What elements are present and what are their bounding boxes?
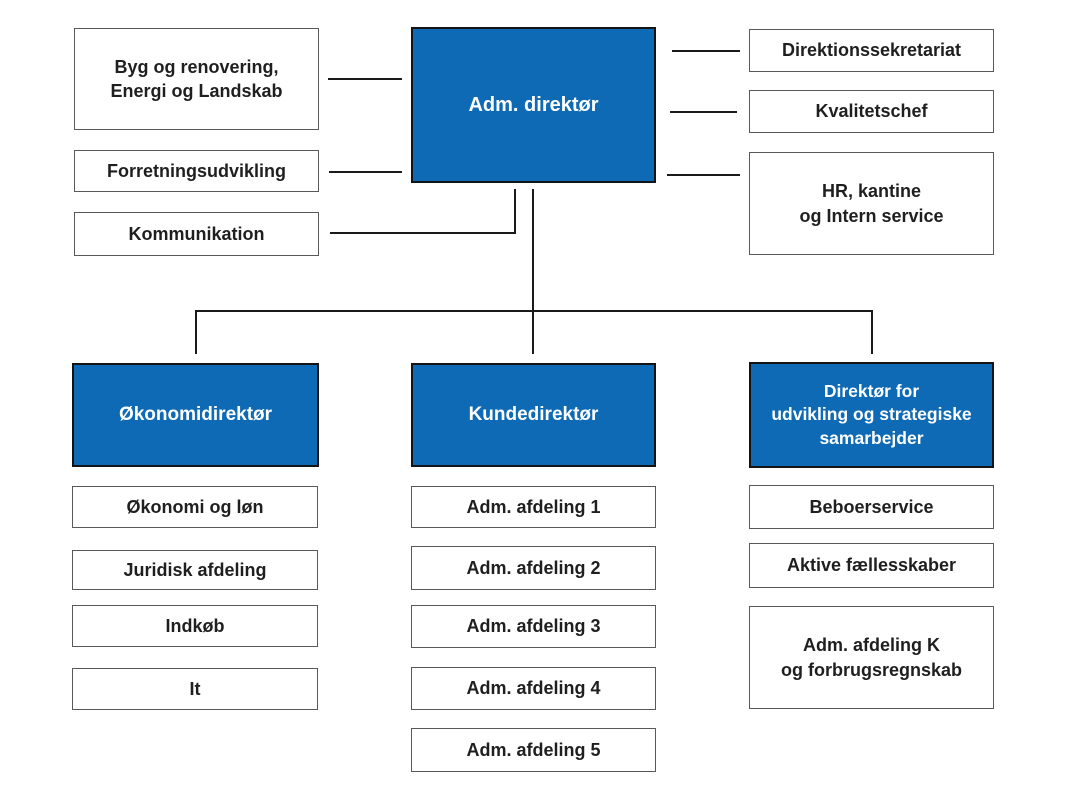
org-box-adm-afdeling-3: Adm. afdeling 3 [411, 605, 656, 648]
org-box-label: Adm. afdeling 5 [466, 739, 601, 760]
org-box-kvalitetschef: Kvalitetschef [749, 90, 994, 133]
connector-direktionssekretariat-line [672, 50, 740, 52]
org-box-forretningsudvikling: Forretningsudvikling [74, 150, 319, 192]
connector-branch-right-drop-line [871, 310, 873, 354]
connector-branch-hline [195, 310, 873, 312]
org-box-juridisk-afdeling: Juridisk afdeling [72, 550, 318, 590]
org-box-it: It [72, 668, 318, 710]
org-box-adm-afdeling-2: Adm. afdeling 2 [411, 546, 656, 590]
org-box-okonomi-og-lon: Økonomi og løn [72, 486, 318, 528]
org-box-kundedirektor: Kundedirektør [411, 363, 656, 467]
org-box-direktor-udvikling-strategiske: Direktør for udvikling og strategiske sa… [749, 362, 994, 468]
org-box-indkob: Indkøb [72, 605, 318, 647]
org-box-label: Direktionssekretariat [781, 40, 962, 61]
connector-kvalitetschef-line [670, 111, 737, 113]
connector-root-stem-line [532, 189, 534, 354]
org-box-label: Adm. afdeling 4 [466, 678, 601, 699]
org-box-label: Økonomidirektør [118, 404, 273, 426]
connector-kommunikation-hline [330, 232, 516, 234]
org-box-label: HR, kantine og Intern service [799, 181, 944, 226]
connector-kommunikation-vline [514, 189, 516, 234]
org-box-label: Forretningsudvikling [106, 160, 286, 181]
org-box-direktionssekretariat: Direktionssekretariat [749, 29, 994, 72]
org-box-adm-afdeling-k-forbrugsregnskab: Adm. afdeling K og forbrugsregnskab [749, 606, 994, 709]
org-box-label: Kvalitetschef [815, 101, 928, 122]
org-box-adm-afdeling-5: Adm. afdeling 5 [411, 728, 656, 772]
org-box-label: Adm. afdeling 3 [466, 616, 601, 637]
org-box-label: Økonomi og løn [126, 496, 264, 517]
connector-branch-left-drop-line [195, 310, 197, 354]
org-box-adm-afdeling-4: Adm. afdeling 4 [411, 667, 656, 710]
org-box-byg-og-renovering: Byg og renovering, Energi og Landskab [74, 28, 319, 130]
org-box-label: It [189, 678, 201, 699]
org-box-label: Adm. afdeling K og forbrugsregnskab [780, 635, 963, 680]
org-box-adm-afdeling-1: Adm. afdeling 1 [411, 486, 656, 528]
org-box-label: Aktive fællesskaber [786, 555, 957, 576]
org-box-aktive-faellesskaber: Aktive fællesskaber [749, 543, 994, 588]
connector-hr-line [667, 174, 740, 176]
org-box-label: Beboerservice [809, 496, 934, 517]
org-box-beboerservice: Beboerservice [749, 485, 994, 529]
org-box-label: Adm. afdeling 1 [466, 496, 601, 517]
connector-byg-line [328, 78, 402, 80]
org-box-label: Direktør for udvikling og strategiske sa… [771, 380, 972, 448]
org-box-adm-direktor: Adm. direktør [411, 27, 656, 183]
org-box-label: Byg og renovering, Energi og Landskab [110, 56, 283, 101]
org-box-label: Juridisk afdeling [123, 559, 267, 580]
org-box-okonomidirektor: Økonomidirektør [72, 363, 319, 467]
connector-forretningsudvikling-line [329, 171, 402, 173]
org-box-label: Adm. afdeling 2 [466, 557, 601, 578]
org-box-hr-kantine-intern-service: HR, kantine og Intern service [749, 152, 994, 255]
org-box-label: Kundedirektør [468, 404, 599, 426]
org-box-label: Indkøb [165, 615, 225, 636]
org-box-label: Adm. direktør [468, 93, 599, 116]
org-box-kommunikation: Kommunikation [74, 212, 319, 256]
org-box-label: Kommunikation [128, 223, 265, 244]
